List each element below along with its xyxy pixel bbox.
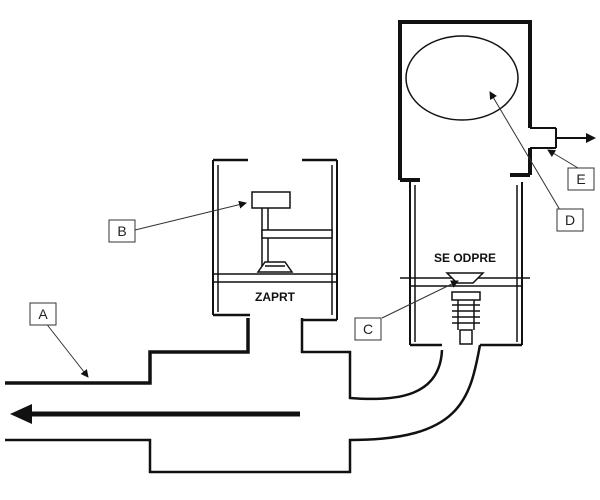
label-d-box: D [556,208,584,232]
label-a-box: A [29,302,57,326]
label-c-box: C [354,317,382,341]
label-a-text: A [38,306,48,322]
label-c-text: C [363,321,373,337]
label-e-text: E [576,171,585,187]
leader-lines [44,91,579,378]
label-b-text: B [117,223,126,239]
right-valve-housing [400,182,530,347]
outlet-arrow [556,133,596,143]
label-e-box: E [567,167,595,191]
upper-chamber [398,20,557,182]
label-d-text: D [565,212,575,228]
right-valve-state: SE ODPRE [434,251,496,265]
left-valve-actuator [251,191,333,273]
label-b-box: B [108,219,136,243]
main-pipe [5,318,482,474]
left-valve-housing [212,158,338,322]
left-valve-state: ZAPRT [255,290,296,304]
flow-arrow [10,404,300,424]
